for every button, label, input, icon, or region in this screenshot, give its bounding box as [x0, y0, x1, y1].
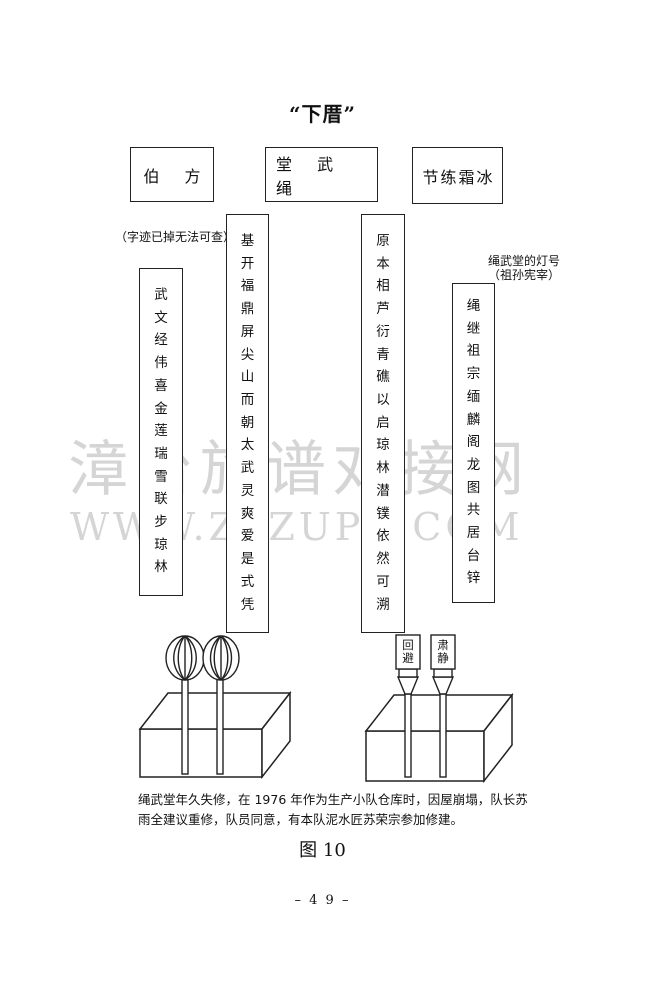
couplet-column-3: 原本相芦衍青礁以启琼林潜镤依然可溯	[361, 214, 405, 633]
couplet-char: 本	[376, 255, 390, 272]
couplet-char: 而	[240, 392, 255, 409]
couplet-column-4: 绳继祖宗缅麟阁龙图共居台锌	[452, 283, 495, 603]
couplet-char: 以	[376, 392, 390, 409]
couplet-char: 雪	[154, 468, 168, 485]
couplet-char: 缅	[466, 388, 481, 405]
couplet-char: 灵	[240, 482, 255, 499]
sign-label-sujing-char-1: 肃	[437, 638, 449, 652]
couplet-char: 武	[154, 287, 168, 303]
couplet-char: 式	[240, 573, 255, 590]
couplet-char: 经	[154, 332, 168, 349]
header-box-right-text: 节练霜冰	[422, 167, 495, 187]
couplet-char: 礁	[376, 369, 390, 386]
couplet-char: 阁	[466, 434, 481, 451]
couplet-char: 然	[376, 551, 390, 568]
couplet-char: 继	[466, 320, 481, 337]
round-lantern-1	[165, 635, 205, 681]
couplet-char: 可	[376, 573, 390, 590]
sign-label-huibi-char-1: 回	[402, 638, 414, 652]
sign-label-huibi-char-2: 避	[402, 651, 414, 665]
couplet-char: 祖	[466, 343, 481, 360]
couplet-char: 绳	[466, 298, 481, 314]
couplet-char: 镤	[376, 505, 390, 522]
header-box-left: 伯 方	[130, 147, 214, 202]
couplet-char: 芦	[376, 301, 390, 318]
sign-label-sujing-char-2: 静	[437, 651, 449, 665]
note-left: （字迹已掉无法可查）	[115, 230, 236, 244]
couplet-char: 基	[240, 233, 255, 249]
figure-caption: 绳武堂年久失修，在 1976 年作为生产小队仓库时，因屋崩塌，队长苏雨全建议重修…	[138, 792, 528, 827]
lantern-poles-left	[181, 677, 224, 775]
sign-label-sujing: 肃 静	[431, 636, 455, 668]
couplet-char: 开	[240, 255, 255, 272]
couplet-char: 喜	[154, 377, 168, 394]
couplet-char: 居	[466, 525, 481, 542]
couplet-column-2: 基开福鼎屏尖山而朝太武灵爽爱是式凭	[226, 214, 269, 633]
header-box-center: 堂 武 绳	[265, 147, 378, 202]
couplet-char: 爽	[240, 505, 255, 522]
couplet-char: 相	[376, 278, 390, 295]
couplet-char: 林	[154, 559, 168, 576]
figure-label: 图 10	[299, 840, 346, 861]
couplet-char: 莲	[154, 423, 168, 440]
couplet-column-1: 武文经伟喜金莲瑞雪联步琼林	[139, 268, 183, 596]
couplet-char: 山	[240, 369, 255, 386]
couplet-char: 启	[376, 414, 390, 431]
couplet-char: 尖	[240, 346, 255, 363]
page-title: “下厝”	[288, 102, 356, 126]
couplet-char: 依	[376, 528, 390, 545]
couplet-char: 太	[240, 437, 255, 454]
header-box-right: 节练霜冰	[412, 147, 503, 204]
couplet-char: 衍	[376, 323, 390, 340]
couplet-char: 青	[376, 346, 390, 363]
couplet-char: 原	[376, 233, 390, 249]
couplet-char: 瑞	[154, 445, 168, 462]
couplet-char: 爱	[240, 528, 255, 545]
note-right-1: 绳武堂的灯号	[487, 254, 560, 268]
couplet-char: 台	[466, 547, 481, 564]
header-box-center-text: 堂 武 绳	[276, 154, 344, 198]
couplet-char: 潜	[376, 482, 390, 499]
sign-label-huibi: 回 避	[396, 636, 420, 668]
couplet-char: 麟	[466, 411, 481, 428]
couplet-char: 林	[376, 460, 390, 477]
couplet-char: 溯	[376, 596, 390, 613]
couplet-char: 宗	[466, 366, 481, 383]
couplet-char: 鼎	[240, 301, 255, 318]
note-right-2: （祖孙宪宰）	[487, 268, 560, 282]
round-lantern-2	[202, 635, 240, 681]
couplet-char: 福	[240, 278, 255, 295]
couplet-char: 武	[240, 460, 255, 477]
couplet-char: 琼	[154, 536, 168, 553]
page-number: – 4 9 –	[294, 893, 351, 908]
couplet-char: 凭	[240, 596, 255, 613]
couplet-char: 是	[240, 551, 255, 568]
couplet-char: 金	[154, 400, 168, 417]
couplet-char: 锌	[466, 570, 481, 587]
couplet-char: 联	[154, 491, 168, 508]
couplet-char: 朝	[240, 414, 255, 431]
couplet-char: 屏	[240, 323, 255, 340]
lantern-base-left	[138, 690, 292, 780]
couplet-char: 步	[154, 514, 168, 531]
couplet-char: 伟	[154, 355, 168, 372]
couplet-char: 琼	[376, 437, 390, 454]
header-box-left-text: 伯 方	[143, 166, 211, 186]
couplet-char: 图	[466, 479, 481, 496]
couplet-char: 文	[154, 309, 168, 326]
couplet-char: 龙	[466, 456, 481, 473]
lantern-base-right	[364, 692, 514, 784]
couplet-char: 共	[466, 502, 481, 519]
